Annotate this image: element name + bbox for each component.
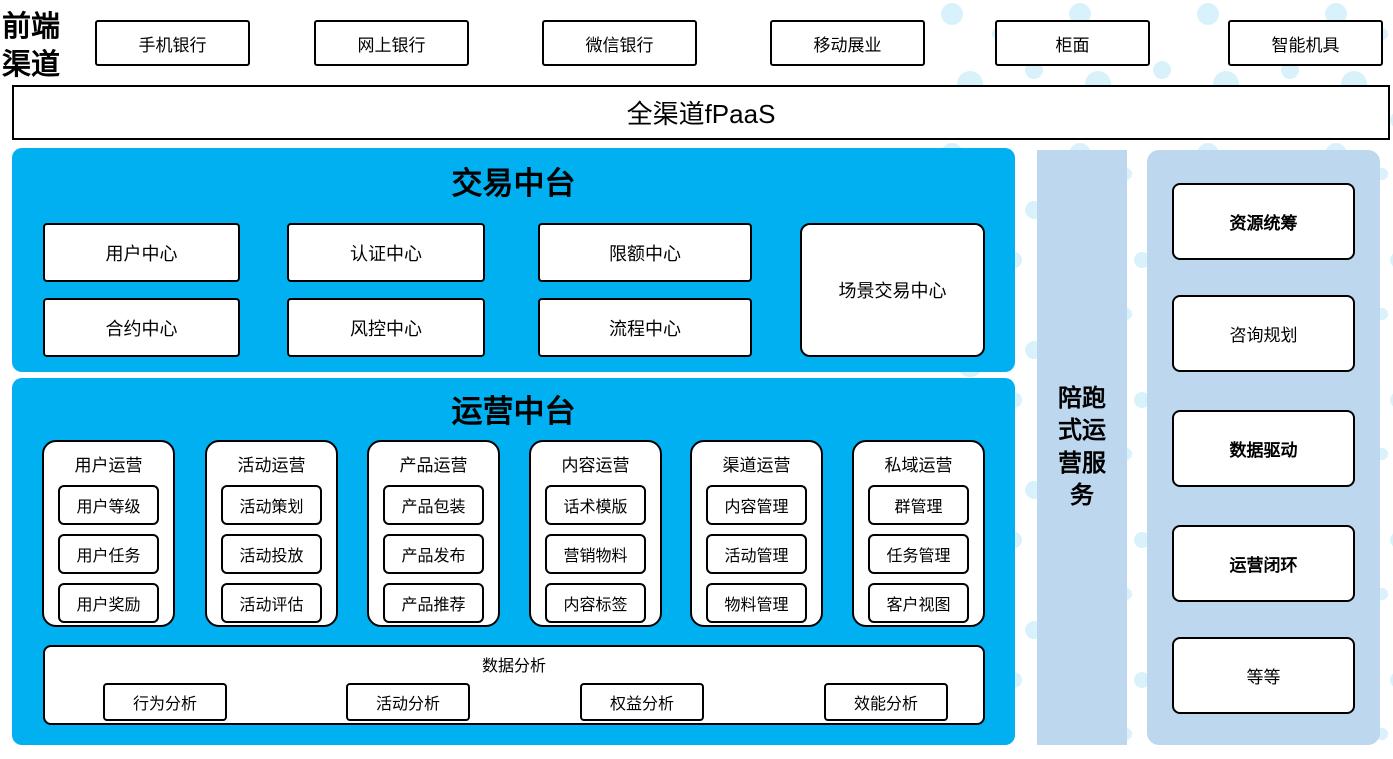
right-panel-item-resource-planning: 资源统筹: [1172, 183, 1355, 260]
channel-box-mobile-banking: 手机银行: [95, 20, 250, 66]
right-panel-item-data-driven: 数据驱动: [1172, 410, 1355, 487]
op-item: 产品推荐: [383, 583, 484, 623]
center-box-contract: 合约中心: [43, 298, 240, 357]
op-item: 产品包装: [383, 485, 484, 525]
channel-box-online-banking: 网上银行: [314, 20, 469, 66]
data-analysis-container: 数据分析 行为分析 活动分析 权益分析 效能分析: [43, 645, 985, 725]
front-channels-label: 前端渠道: [2, 11, 61, 82]
channel-box-counter: 柜面: [995, 20, 1150, 66]
op-item: 用户奖励: [58, 583, 159, 623]
op-column-user-operation: 用户运营 用户等级 用户任务 用户奖励: [42, 440, 175, 627]
op-item: 内容标签: [545, 583, 646, 623]
operation-platform-block: 运营中台 用户运营 用户等级 用户任务 用户奖励 活动运营 活动策划 活动投放 …: [12, 378, 1015, 745]
op-item: 任务管理: [868, 534, 969, 574]
op-item: 客户视图: [868, 583, 969, 623]
op-item: 产品发布: [383, 534, 484, 574]
analysis-item-behavior: 行为分析: [103, 683, 227, 721]
right-service-panel: 资源统筹 咨询规划 数据驱动 运营闭环 等等: [1147, 150, 1380, 745]
companion-service-column: 陪跑式运营服务: [1037, 150, 1127, 745]
op-item: 活动管理: [706, 534, 807, 574]
companion-service-label: 陪跑式运营服务: [1058, 384, 1106, 509]
op-item: 内容管理: [706, 485, 807, 525]
op-column-product-operation: 产品运营 产品包装 产品发布 产品推荐: [367, 440, 500, 627]
analysis-item-efficiency: 效能分析: [824, 683, 948, 721]
op-column-channel-operation: 渠道运营 内容管理 活动管理 物料管理: [690, 440, 823, 627]
right-panel-item-closed-loop: 运营闭环: [1172, 525, 1355, 602]
op-item: 用户等级: [58, 485, 159, 525]
fpaas-bar: 全渠道fPaaS: [12, 85, 1390, 140]
op-column-title: 私域运营: [884, 456, 953, 475]
center-box-risk-control: 风控中心: [287, 298, 485, 357]
op-column-title: 活动运营: [237, 456, 306, 475]
op-item: 营销物料: [545, 534, 646, 574]
data-analysis-title: 数据分析: [481, 658, 546, 675]
center-box-scenario-transaction: 场景交易中心: [800, 223, 985, 357]
op-column-title: 产品运营: [399, 456, 468, 475]
center-box-user: 用户中心: [43, 223, 240, 282]
op-item: 活动评估: [221, 583, 322, 623]
op-item: 话术模版: [545, 485, 646, 525]
center-box-process: 流程中心: [538, 298, 752, 357]
op-item: 物料管理: [706, 583, 807, 623]
transaction-platform-block: 交易中台 用户中心 认证中心 限额中心 合约中心 风控中心 流程中心 场景交易中…: [12, 148, 1015, 372]
channel-box-mobile-marketing: 移动展业: [770, 20, 925, 66]
analysis-item-equity: 权益分析: [580, 683, 704, 721]
channel-box-smart-devices: 智能机具: [1228, 20, 1383, 66]
op-column-title: 渠道运营: [722, 456, 791, 475]
center-box-limit: 限额中心: [538, 223, 752, 282]
op-column-private-domain-operation: 私域运营 群管理 任务管理 客户视图: [852, 440, 985, 627]
op-item: 活动策划: [221, 485, 322, 525]
op-item: 活动投放: [221, 534, 322, 574]
right-panel-item-etc: 等等: [1172, 637, 1355, 714]
transaction-platform-title: 交易中台: [451, 166, 576, 201]
op-column-activity-operation: 活动运营 活动策划 活动投放 活动评估: [205, 440, 338, 627]
op-column-title: 内容运营: [561, 456, 630, 475]
channel-box-wechat-banking: 微信银行: [542, 20, 697, 66]
right-panel-item-consulting: 咨询规划: [1172, 295, 1355, 372]
op-item: 用户任务: [58, 534, 159, 574]
op-item: 群管理: [868, 485, 969, 525]
analysis-item-activity: 活动分析: [346, 683, 470, 721]
op-column-title: 用户运营: [74, 456, 143, 475]
center-box-authentication: 认证中心: [287, 223, 485, 282]
operation-platform-title: 运营中台: [451, 394, 576, 429]
op-column-content-operation: 内容运营 话术模版 营销物料 内容标签: [529, 440, 662, 627]
